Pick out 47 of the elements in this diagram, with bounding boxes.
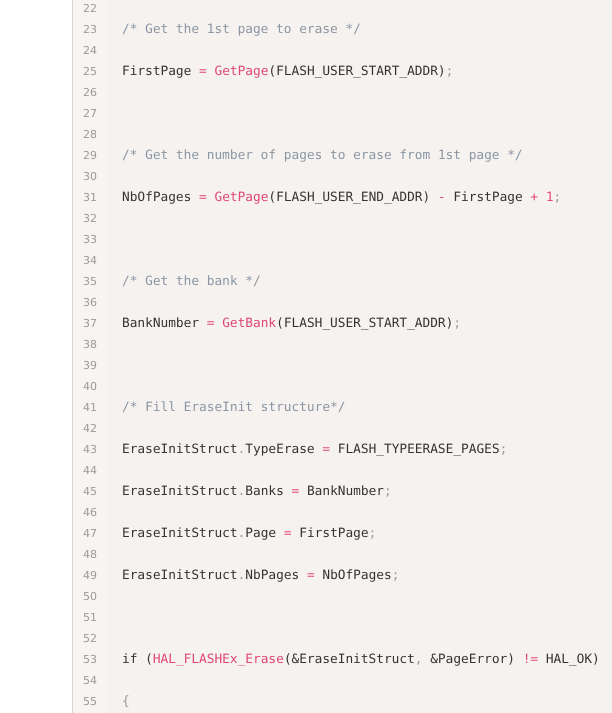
line-number: 46 bbox=[82, 504, 98, 520]
line-number: 39 bbox=[82, 358, 98, 374]
line-number: 42 bbox=[82, 420, 98, 436]
line-number: 32 bbox=[82, 210, 98, 226]
line-number: 51 bbox=[82, 610, 98, 626]
code-comment: /* Fill EraseInit structure*/ bbox=[122, 398, 346, 416]
line-number: 53 bbox=[82, 652, 98, 668]
code-line: FirstPage = GetPage(FLASH_USER_START_ADDR); bbox=[122, 62, 454, 80]
line-number: 34 bbox=[82, 252, 98, 268]
line-number: 22 bbox=[82, 0, 98, 16]
line-number: 30 bbox=[82, 168, 98, 184]
code-line: EraseInitStruct.Page = FirstPage; bbox=[122, 524, 376, 542]
line-number: 38 bbox=[82, 336, 98, 352]
line-number: 31 bbox=[82, 190, 98, 206]
line-number: 24 bbox=[82, 42, 98, 58]
code-comment: /* Get the bank */ bbox=[122, 272, 261, 290]
line-number: 36 bbox=[82, 294, 98, 310]
code-line: { bbox=[122, 692, 130, 710]
code-line: EraseInitStruct.Banks = BankNumber; bbox=[122, 482, 392, 500]
line-number: 54 bbox=[82, 672, 98, 688]
line-number: 45 bbox=[82, 484, 98, 500]
line-number: 44 bbox=[82, 462, 98, 478]
line-number: 47 bbox=[82, 526, 98, 542]
line-number: 40 bbox=[82, 378, 98, 394]
line-number: 41 bbox=[82, 400, 98, 416]
line-number: 33 bbox=[82, 232, 98, 248]
line-number: 49 bbox=[82, 568, 98, 584]
line-number: 26 bbox=[82, 84, 98, 100]
code-comment: /* Get the 1st page to erase */ bbox=[122, 20, 361, 38]
line-number: 50 bbox=[82, 588, 98, 604]
line-number: 48 bbox=[82, 546, 98, 562]
line-number: 28 bbox=[82, 126, 98, 142]
line-number: 43 bbox=[82, 442, 98, 458]
line-number: 27 bbox=[82, 106, 98, 122]
code-line: EraseInitStruct.NbPages = NbOfPages; bbox=[122, 566, 400, 584]
code-line: BankNumber = GetBank(FLASH_USER_START_ADDR); bbox=[122, 314, 462, 332]
line-number: 55 bbox=[82, 694, 98, 710]
line-number: 25 bbox=[82, 64, 98, 80]
code-line: NbOfPages = GetPage(FLASH_USER_END_ADDR) - FirstPage + 1; bbox=[122, 188, 562, 206]
line-number: 29 bbox=[82, 148, 98, 164]
line-number: 35 bbox=[82, 274, 98, 290]
code-line: EraseInitStruct.TypeErase = FLASH_TYPEERASE_PAGES; bbox=[122, 440, 508, 458]
line-number: 52 bbox=[82, 630, 98, 646]
line-number: 23 bbox=[82, 22, 98, 38]
code-line: if (HAL_FLASHEx_Erase(&EraseInitStruct, &PageError) != HAL_OK) bbox=[122, 650, 600, 668]
line-number: 37 bbox=[82, 316, 98, 332]
code-comment: /* Get the number of pages to erase from 1st page */ bbox=[122, 146, 523, 164]
